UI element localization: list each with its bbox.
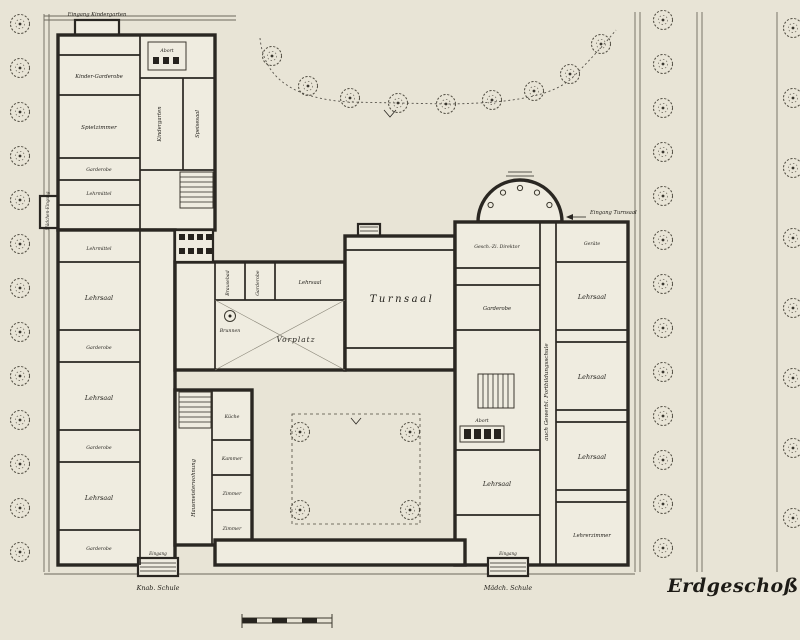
label-lehrmittel-top: Lehrmittel xyxy=(85,191,112,197)
label-lehrsaal-inner: Lehrsaal xyxy=(482,480,511,488)
staircase-right xyxy=(477,373,515,409)
right-block xyxy=(453,220,630,567)
label-hausmeisterwohnung: Hausmeisterwohnung xyxy=(191,458,197,517)
label-garderobe-center: Garderobe xyxy=(255,270,261,296)
label-left-room-4: Garderobe xyxy=(86,445,112,451)
label-speisesaal: Speisesaal xyxy=(195,110,201,138)
garden-gate-mark xyxy=(383,109,397,118)
left-wing xyxy=(56,228,177,567)
label-left-room-3: Lehrsaal xyxy=(84,394,113,402)
label-eingang-left: Eingang xyxy=(148,551,167,556)
label-vorplatz: Vorplatz xyxy=(276,335,315,344)
label-spielzimmer: Spielzimmer xyxy=(81,125,117,131)
label-caretaker-room-0: Küche xyxy=(224,414,240,420)
label-eingang-right: Eingang xyxy=(498,551,517,556)
center-partitions xyxy=(214,262,346,371)
right-block-partitions xyxy=(455,222,628,565)
label-caretaker-room-1: Kammer xyxy=(221,456,243,462)
label-lehrsaal-center: Lehrsaal xyxy=(298,280,322,286)
eingang-arrow xyxy=(566,214,586,220)
label-right-room-3: Lehrsaal xyxy=(577,453,606,461)
label-left-room-6: Garderobe xyxy=(86,546,112,552)
label-kinder-garderobe: Kinder-Garderobe xyxy=(74,74,123,80)
center-block xyxy=(173,260,347,372)
label-left-room-5: Lehrsaal xyxy=(84,494,113,502)
left-top-block xyxy=(56,33,217,232)
rotunda-details xyxy=(487,171,553,209)
label-right-room-0: Geräte xyxy=(584,241,600,247)
label-right-room-2: Lehrsaal xyxy=(577,373,606,381)
label-maedchen-schule: Mädch. Schule xyxy=(483,584,532,592)
label-left-room-2: Garderobe xyxy=(86,345,112,351)
turnsaal-partitions xyxy=(345,226,455,349)
left-top-partitions xyxy=(58,35,215,230)
label-caretaker-room-3: Zimmer xyxy=(222,526,242,532)
label-eingang-kindergarten: Eingang Kindergarten xyxy=(67,12,127,18)
label-left-room-0: Lehrmittel xyxy=(85,246,112,252)
top-garden xyxy=(259,29,617,118)
label-brausebad: Brausebad xyxy=(225,270,231,296)
label-turnsaal: Turnsaal xyxy=(370,294,435,305)
label-fortbildungsschule: auch Gewerbl. Fortbildungsschule xyxy=(544,343,550,441)
caretaker-block xyxy=(173,388,254,547)
label-maedchen-eingang: Mädchen-Eingang xyxy=(45,191,50,231)
scale-bar xyxy=(241,614,333,628)
turnsaal-porch xyxy=(356,222,382,238)
fountain-icon xyxy=(224,310,236,322)
room-labels: Eingang Kindergarten Kinder-Garderobe Ab… xyxy=(45,12,637,592)
courtyard xyxy=(290,413,421,525)
label-abort-top: Abort xyxy=(159,48,173,54)
page-title: Erdgeschoß xyxy=(666,575,798,597)
bottom-porch-steps xyxy=(140,562,526,572)
caretaker-partitions xyxy=(178,390,252,545)
label-abort-right: Abort xyxy=(474,418,488,424)
label-direktor: Gesch.-Zi. Direktor xyxy=(474,244,520,250)
label-left-room-1: Lehrsaal xyxy=(84,294,113,302)
building-footprint xyxy=(38,18,630,578)
label-right-room-4: Lehrerzimmer xyxy=(572,533,611,539)
label-knaben-schule: Knab. Schule xyxy=(136,584,180,592)
label-garderobe-top: Garderobe xyxy=(86,167,112,173)
label-eingang-turnsaal: Eingang Turnsaal xyxy=(589,210,637,216)
label-garderobe-right: Garderobe xyxy=(483,306,511,312)
staircase-top-left xyxy=(179,171,214,209)
south-corridor xyxy=(213,538,467,567)
label-caretaker-room-2: Zimmer xyxy=(222,491,242,497)
left-wing-partitions xyxy=(58,230,212,565)
entrance-rotunda xyxy=(476,178,564,224)
label-right-room-1: Lehrsaal xyxy=(577,293,606,301)
label-kindergarten: Kindergarten xyxy=(157,106,163,142)
label-brunnen: Brunnen xyxy=(219,328,241,334)
